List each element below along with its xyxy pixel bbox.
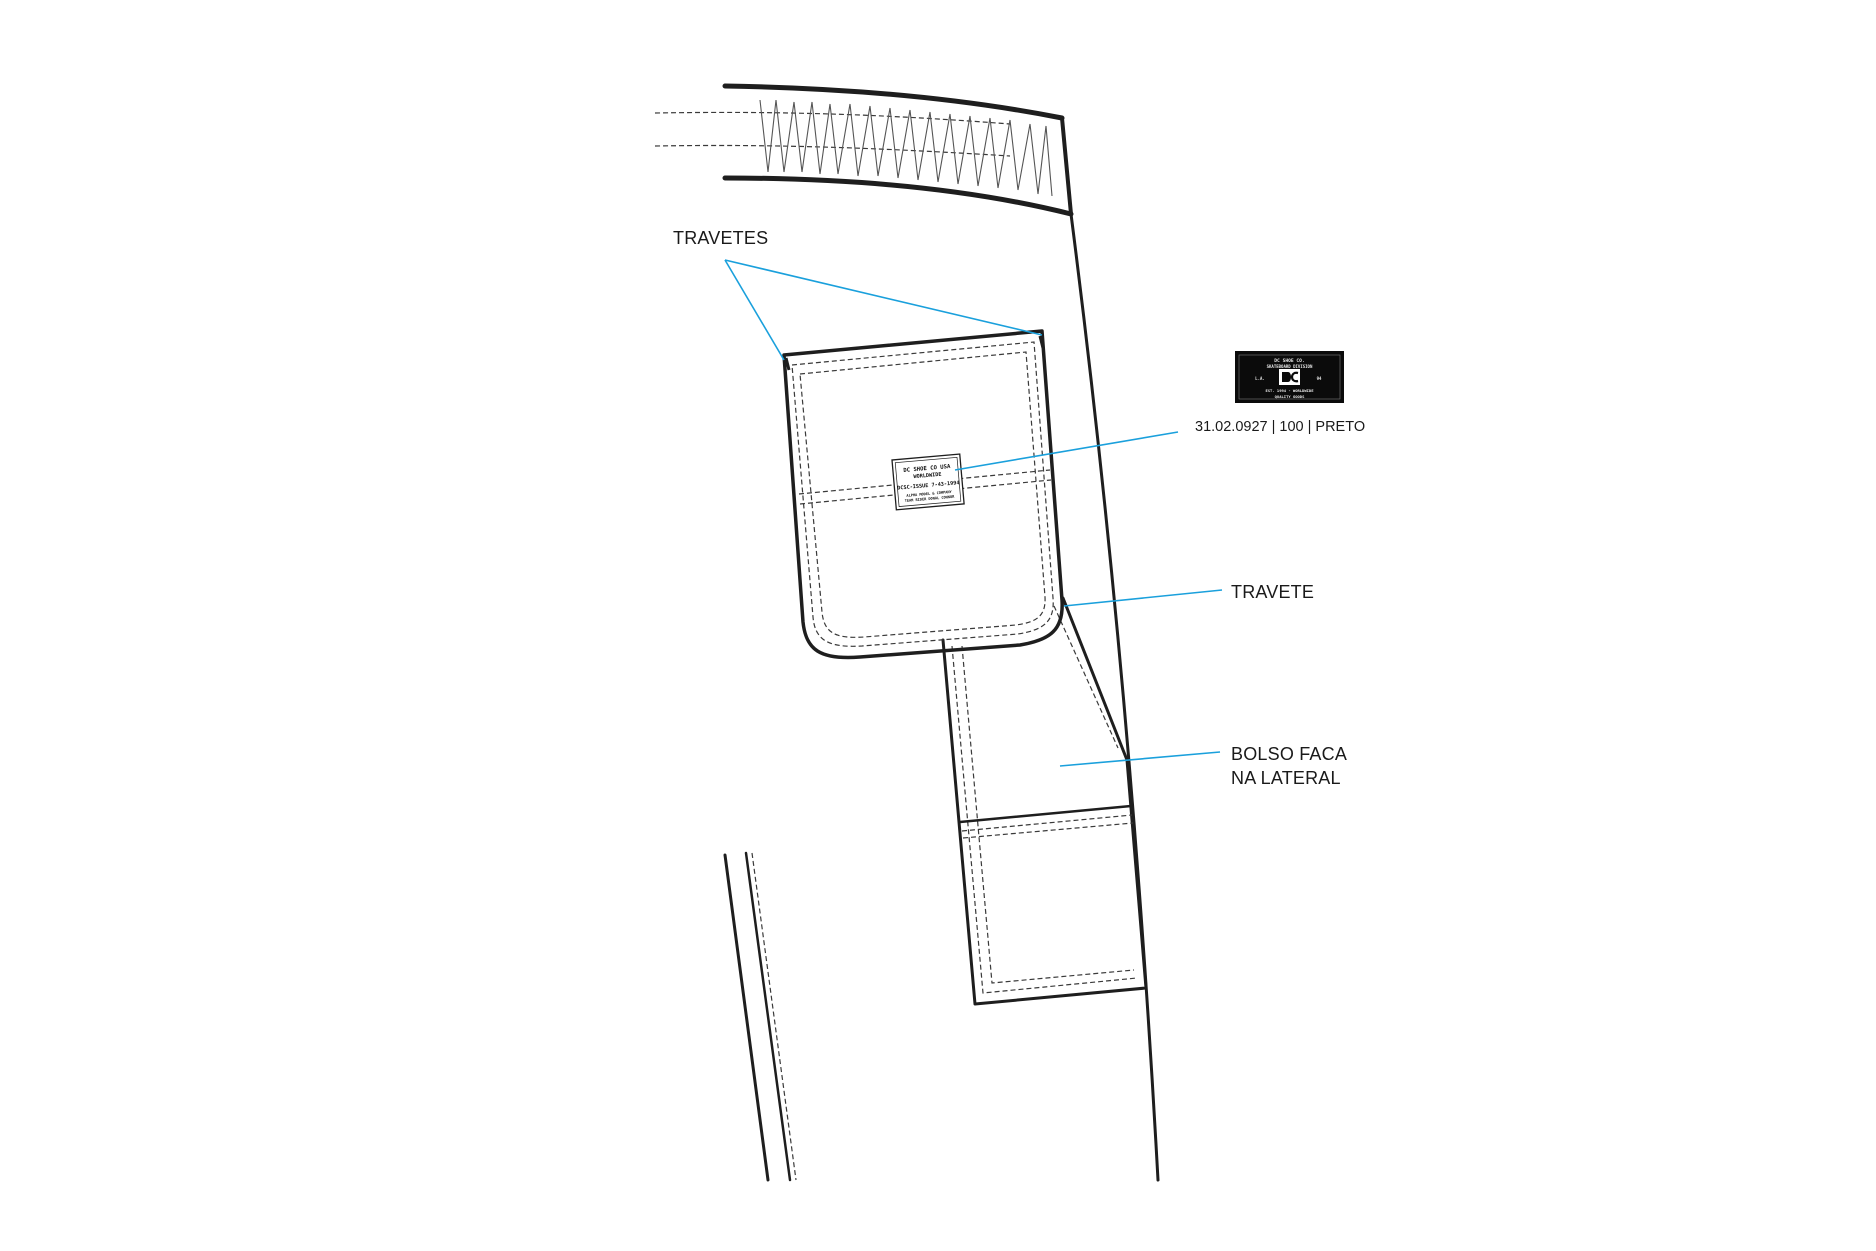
pocket-patch-line2: WORLDWIDE <box>913 472 942 480</box>
pocket-patch-line5: TEAM RIDER DONAL CONNOR <box>905 495 956 503</box>
cargo-pocket-outline <box>782 329 1064 660</box>
cargo-pocket-stitch <box>791 341 1054 647</box>
callout-bolso-line1: BOLSO FACA <box>1231 744 1347 764</box>
label-swatch-border <box>1238 354 1341 400</box>
label-swatch-line1: DC SHOE CO. <box>1274 358 1304 364</box>
callout-travetes: TRAVETES <box>673 228 768 248</box>
knife-pocket-stitch <box>951 645 1138 994</box>
side-knife-pocket <box>941 596 1148 1006</box>
pocket-patch-line4: ALPHA MODEL & COMPANY <box>906 490 952 498</box>
label-swatch-left-mark: L.A. <box>1255 376 1265 381</box>
bartack-mark <box>1038 335 1045 349</box>
flap-seam-stitch <box>798 469 1051 495</box>
leader-label <box>954 431 1179 471</box>
knife-pocket-stitch <box>961 645 1135 984</box>
knife-pocket-seam-stitch <box>961 814 1133 832</box>
inner-leg-seam-line <box>723 853 770 1182</box>
knife-pocket-angle-stitch <box>1053 605 1119 749</box>
waistband <box>654 83 1074 217</box>
belt-stitch-line <box>654 144 1011 157</box>
waistband-side-edge <box>1060 116 1073 216</box>
inner-leg-seam-line <box>744 851 792 1182</box>
pocket-patch-line1: DC SHOE CO USA <box>903 464 951 474</box>
label-swatch-line4: QUALITY GOODS <box>1275 394 1305 399</box>
waistband-zigzag-stitch <box>759 99 1053 197</box>
pocket-patch-line3: DCSC-ISSUE 7-43-1994 <box>897 480 960 491</box>
flap-seam-stitch <box>799 479 1052 505</box>
inner-leg-seam <box>723 851 797 1182</box>
pocket-patch: DC SHOE CO USA WORLDWIDE DCSC-ISSUE 7-43… <box>891 453 965 511</box>
cargo-pocket-stitch <box>799 351 1046 638</box>
belt-stitch-line <box>654 111 1011 125</box>
leader-bolso-faca <box>1059 751 1221 767</box>
knife-pocket-outline <box>941 596 1148 1006</box>
waistband-bottom-edge <box>722 175 1074 217</box>
knife-pocket-seam <box>958 804 1133 824</box>
side-seam <box>1069 212 1160 1182</box>
waistband-top-edge <box>722 83 1065 121</box>
leader-lines <box>724 259 1223 767</box>
pocket-patch-inner-border <box>894 456 962 507</box>
dc-logo-c <box>1290 371 1299 383</box>
pocket-patch-border <box>891 453 965 511</box>
dc-logo-icon <box>1279 369 1300 385</box>
label-swatch: DC SHOE CO. SKATEBOARD DIVISION L.A. 94 … <box>1235 351 1344 403</box>
cargo-pocket <box>782 329 1064 660</box>
label-swatch-line2: SKATEBOARD DIVISION <box>1267 364 1313 369</box>
callout-travete: TRAVETE <box>1231 582 1314 602</box>
dc-logo-d <box>1282 372 1291 382</box>
label-swatch-right-mark: 94 <box>1317 376 1322 381</box>
leader-travetes-right <box>724 259 1043 336</box>
bartack-mark <box>784 357 791 371</box>
knife-pocket-seam-stitch <box>962 822 1134 839</box>
inner-leg-stitch <box>751 852 797 1181</box>
label-swatch-line3: EST. 1994 - WORLDWIDE <box>1265 388 1314 393</box>
leader-travetes-left <box>724 259 785 361</box>
label-code: 31.02.0927 | 100 | PRETO <box>1195 419 1365 435</box>
callout-bolso-line2: NA LATERAL <box>1231 768 1341 788</box>
leader-travete <box>1063 589 1223 607</box>
